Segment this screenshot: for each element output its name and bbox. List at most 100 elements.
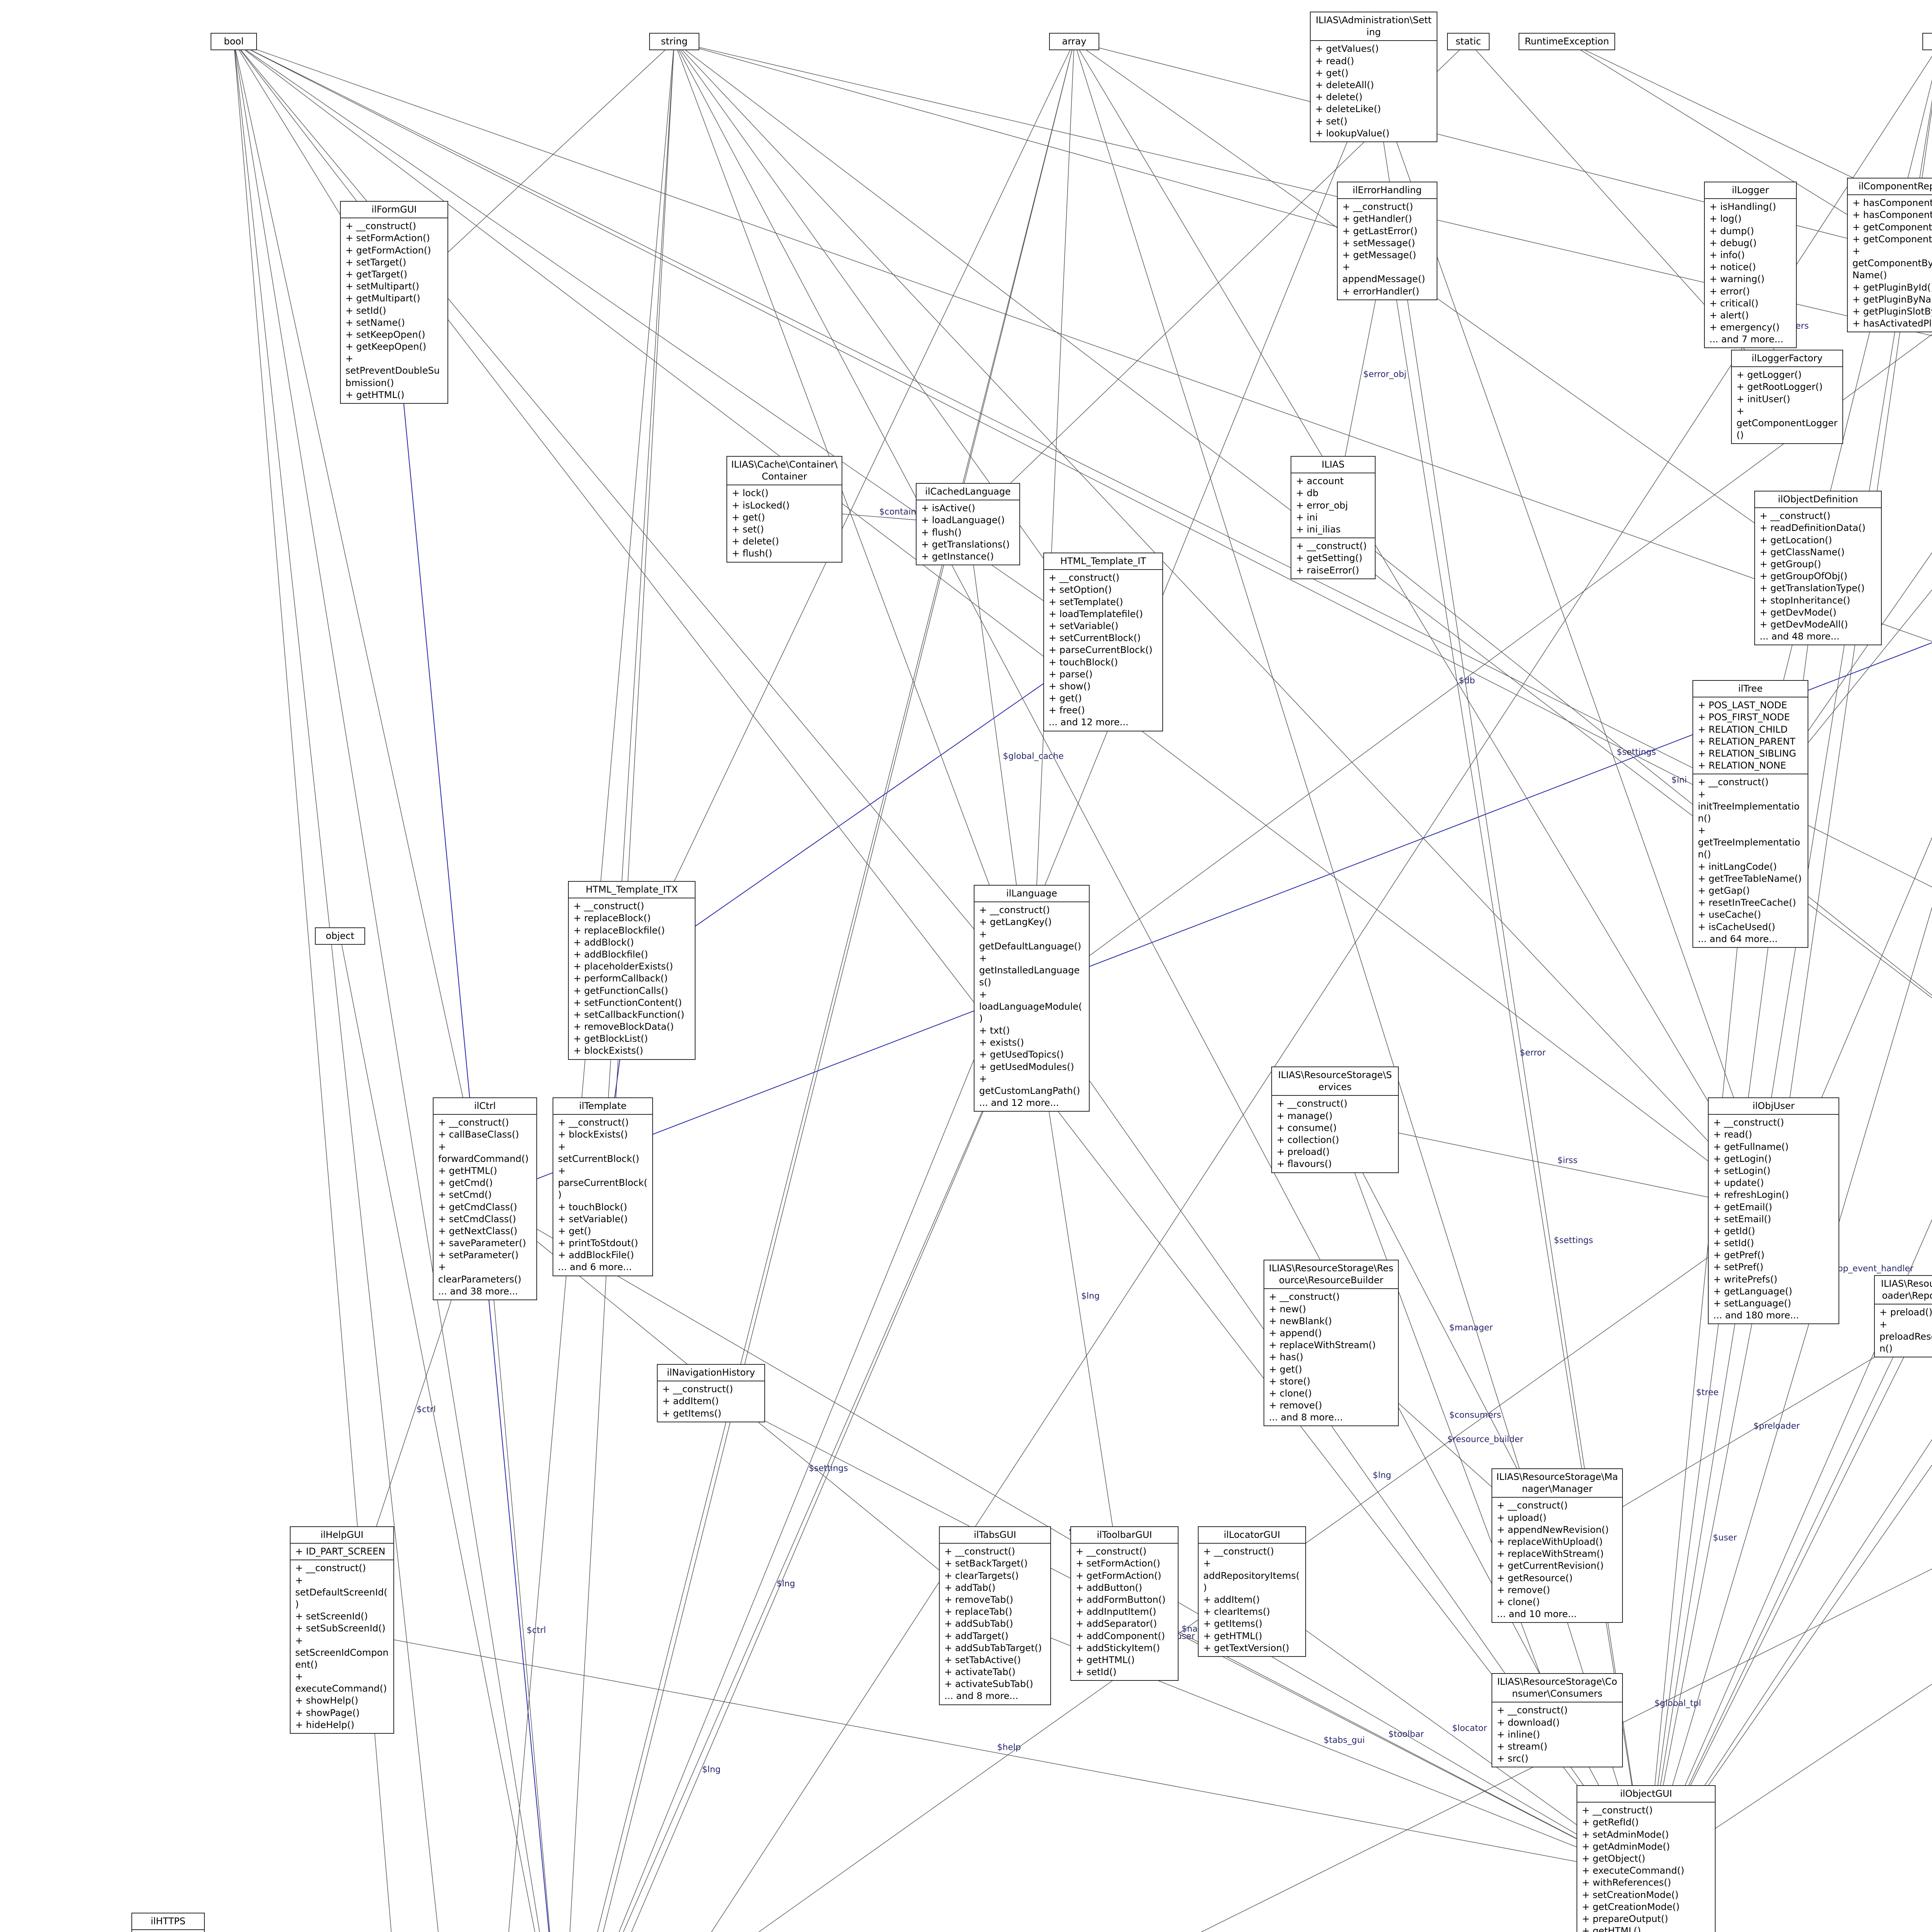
uml-class-array[interactable]: array [1049, 33, 1099, 51]
edge-label: $ctrl [417, 1405, 436, 1415]
class-methods: + __construct() + readDefinitionData() +… [1755, 507, 1881, 645]
association-edge [674, 41, 1932, 336]
association-edge [1333, 517, 1932, 996]
class-methods: + __construct() + setFormAction() + getF… [1071, 1543, 1178, 1680]
class-methods: + __construct() + setFormAction() + getF… [341, 218, 447, 403]
class-methods: + __construct() + getRefId() + setAdminM… [1577, 1802, 1715, 1932]
uml-class-bool[interactable]: bool [211, 33, 257, 51]
association-edge [233, 41, 485, 1199]
association-edge [674, 41, 1646, 1875]
edge-label: $preloader [1753, 1421, 1800, 1431]
class-methods: + __construct() + replaceBlock() + repla… [569, 898, 695, 1059]
association-edge [1646, 814, 1752, 1875]
class-methods: + getValues() + read() + get() + deleteA… [1311, 40, 1437, 141]
class-methods: + isHandling() + log() + dump() + debug(… [1705, 198, 1796, 347]
uml-class-static[interactable]: static [1447, 33, 1490, 51]
uml-class-string[interactable]: string [649, 33, 699, 51]
class-methods: + __construct() + blockExists() + setCur… [553, 1114, 652, 1275]
class-methods: + __construct() + getSetting() + raiseEr… [1291, 537, 1375, 578]
class-methods: + __construct() + callBaseClass() + forw… [434, 1114, 536, 1299]
class-name: ILIAS\Administration\Setting [1316, 15, 1432, 38]
uml-class-ilcomponentrepository[interactable]: ilComponentRepository + hasComponent() +… [1847, 178, 1932, 333]
uml-class-ilobjectdefinition[interactable]: ilObjectDefinition + __construct() + rea… [1754, 491, 1882, 646]
association-edge [339, 936, 535, 1932]
uml-class-ilias[interactable]: ILIAS + account + db + error_obj + ini +… [1291, 456, 1376, 579]
class-methods: + getLogger() + getRootLogger() + initUs… [1732, 366, 1842, 443]
association-edge [1646, 100, 1932, 1875]
association-edge [1750, 552, 1932, 814]
association-edge [1074, 41, 1774, 1211]
association-edge [1646, 1439, 1932, 1875]
uml-class-runtimeexception[interactable]: RuntimeException [1519, 33, 1615, 51]
class-methods: + isDetected() + enableSecureCookies() [132, 1929, 204, 1932]
class-name: int [1923, 34, 1932, 49]
association-edge [1646, 1275, 1932, 1875]
class-name: HTML_Template_IT [1060, 556, 1146, 566]
class-name: ilCtrl [474, 1100, 496, 1111]
class-name: ilNavigationHistory [667, 1367, 755, 1378]
uml-class-iltree[interactable]: ilTree + POS_LAST_NODE + POS_FIRST_NODE … [1692, 680, 1808, 948]
uml-class-iltemplate[interactable]: ilTemplate + __construct() + blockExists… [553, 1097, 653, 1276]
class-name: HTML_Template_ITX [585, 884, 678, 895]
uml-class-illoggerfactory[interactable]: ilLoggerFactory + getLogger() + getRootL… [1731, 350, 1843, 444]
association-edge [711, 56, 1932, 1932]
uml-class-ilias-resourcestorage-services[interactable]: ILIAS\ResourceStorage\Services + __const… [1271, 1066, 1399, 1173]
uml-class-ilerrorhandling[interactable]: ilErrorHandling + __construct() + getHan… [1337, 182, 1437, 300]
class-name: ILIAS\ResourceStorage\Services [1278, 1070, 1392, 1093]
class-name: ilTree [1738, 683, 1763, 694]
uml-class-ilobjectgui[interactable]: ilObjectGUI + __construct() + getRefId()… [1577, 1785, 1716, 1932]
uml-class-ilias-resourcestorage-resource-resourcebuilder[interactable]: ILIAS\ResourceStorage\Resource\ResourceB… [1264, 1260, 1399, 1427]
uml-class-ilcachedlanguage[interactable]: ilCachedLanguage + isActive() + loadLang… [916, 483, 1020, 566]
uml-class-ilformgui[interactable]: ilFormGUI + __construct() + setFormActio… [340, 201, 448, 404]
uml-class-iltabsgui[interactable]: ilTabsGUI + __construct() + setBackTarge… [939, 1526, 1051, 1705]
edge-label: $user [1713, 1533, 1737, 1543]
uml-class-illanguage[interactable]: ilLanguage + __construct() + getLangKey(… [974, 885, 1090, 1112]
edge-label: $locator [1452, 1723, 1487, 1733]
edge-label: $lng [1373, 1471, 1391, 1480]
association-edge [603, 41, 1075, 1932]
edge-label: $consumers [1449, 1410, 1501, 1420]
class-methods: + __construct() + new() + newBlank() + a… [1264, 1288, 1398, 1425]
uml-class-html-template-it[interactable]: HTML_Template_IT + __construct() + setOp… [1043, 553, 1163, 731]
class-methods: + __construct() + addRepositoryItems() +… [1199, 1543, 1305, 1656]
uml-class-ilobjuser[interactable]: ilObjUser + __construct() + read() + get… [1708, 1097, 1839, 1325]
class-name: ilComponentRepository [1858, 181, 1932, 192]
association-edge [1646, 1300, 1932, 1875]
uml-class-object[interactable]: object [315, 927, 365, 945]
class-methods: + __construct() + getLangKey() + getDefa… [975, 901, 1089, 1111]
class-name: bool [224, 36, 244, 47]
uml-class-iltoolbargui[interactable]: ilToolbarGUI + __construct() + setFormAc… [1070, 1526, 1179, 1681]
uml-class-ilias-administration-setting[interactable]: ILIAS\Administration\Setting + getValues… [1310, 12, 1437, 142]
class-attributes: + account + db + error_obj + ini + ini_i… [1291, 473, 1375, 537]
edge-label: $settings [809, 1464, 848, 1473]
association-edge [1386, 241, 1646, 1875]
uml-class-ilias-cache-container-container[interactable]: ILIAS\Cache\Container\Container + lock()… [726, 456, 842, 563]
association-edge [674, 41, 1388, 242]
edge-label: $manager [1449, 1323, 1493, 1333]
class-name: ilErrorHandling [1352, 185, 1422, 196]
association-edge [1646, 1684, 1932, 1875]
uml-class-int[interactable]: int [1922, 33, 1932, 51]
uml-class-ilias-resourcestorage-preloader-repositorypreloader[interactable]: ILIAS\ResourceStorage\Preloader\Reposito… [1874, 1275, 1932, 1358]
edge-label: $lng [777, 1579, 795, 1588]
class-name: ilToolbarGUI [1097, 1529, 1152, 1540]
class-methods: + __construct() + download() + inline() … [1492, 1702, 1622, 1767]
class-name: ILIAS\ResourceStorage\Resource\ResourceB… [1269, 1263, 1394, 1286]
association-edge [233, 41, 1751, 815]
association-edge [1646, 1464, 1932, 1875]
class-name: string [661, 36, 688, 47]
uml-class-illocatorgui[interactable]: ilLocatorGUI + __construct() + addReposi… [1198, 1526, 1306, 1657]
uml-class-ilctrl[interactable]: ilCtrl + __construct() + callBaseClass()… [433, 1097, 537, 1300]
uml-class-ilias-resourcestorage-consumer-consumers[interactable]: ILIAS\ResourceStorage\Consumer\Consumers… [1492, 1673, 1623, 1768]
class-methods: + __construct() + setDefaultScreenId() +… [291, 1560, 393, 1733]
uml-class-ilias-resourcestorage-manager-manager[interactable]: ILIAS\ResourceStorage\Manager\Manager + … [1492, 1468, 1623, 1623]
uml-class-illogger[interactable]: ilLogger + isHandling() + log() + dump()… [1704, 182, 1797, 349]
uml-class-ilhttps[interactable]: ilHTTPS + isDetected() + enableSecureCoo… [131, 1913, 205, 1932]
association-edge [1031, 41, 1076, 998]
uml-class-html-template-itx[interactable]: HTML_Template_ITX + __construct() + repl… [568, 881, 696, 1060]
uml-class-ilnavigationhistory[interactable]: ilNavigationHistory + __construct() + ad… [657, 1364, 765, 1422]
uml-class-ilhelpgui[interactable]: ilHelpGUI + ID_PART_SCREEN + __construct… [290, 1526, 394, 1734]
edge-label: $help [997, 1743, 1021, 1752]
class-name: ILIAS\Cache\Container\Container [731, 459, 838, 482]
